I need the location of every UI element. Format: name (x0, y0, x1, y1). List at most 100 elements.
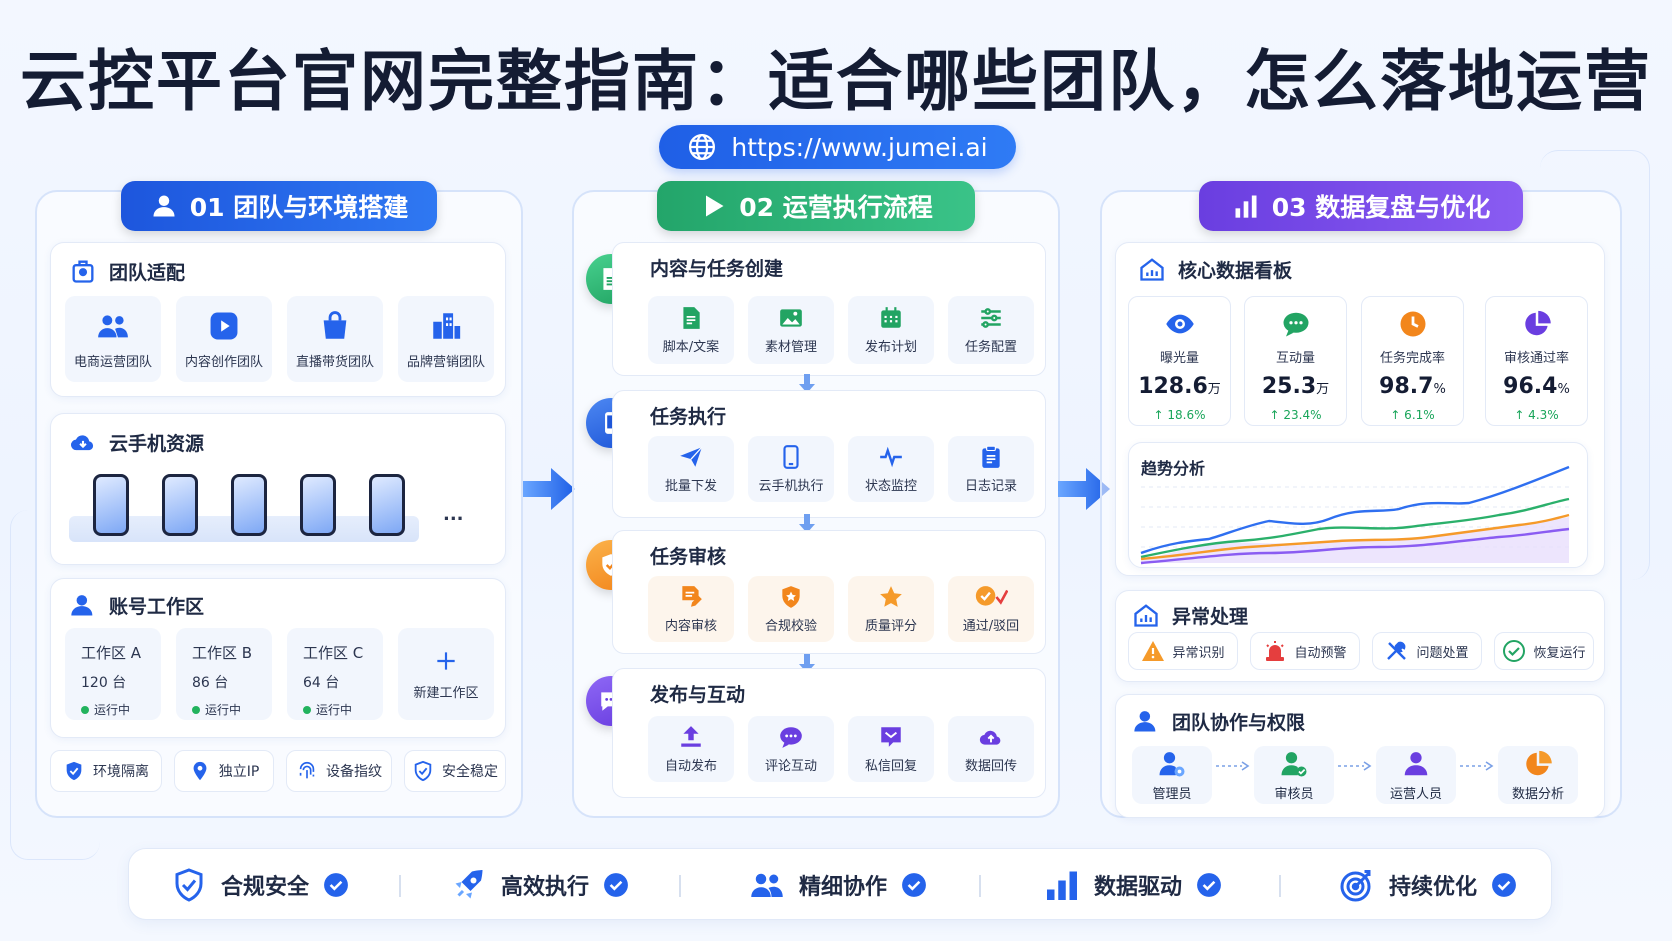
step-2-item-monitor[interactable]: 状态监控 (848, 436, 934, 502)
target-icon (1340, 870, 1371, 902)
pulse-icon (880, 446, 902, 468)
rocket-icon (455, 870, 483, 899)
workspace-b[interactable]: 工作区 B 86 台 运行中 (176, 628, 272, 720)
tools-icon (1387, 641, 1407, 660)
value-compliance: 合规安全 (171, 849, 349, 921)
step-1-item-config[interactable]: 任务配置 (948, 296, 1034, 364)
role-arrow (1216, 761, 1250, 771)
role-reviewer[interactable]: 审核员 (1254, 746, 1334, 804)
more-phones[interactable]: ... (443, 504, 464, 525)
cloud-icon (70, 435, 94, 451)
collab-title: 团队协作与权限 (1132, 707, 1305, 735)
edit-document-icon (682, 586, 702, 607)
analytics-pie-icon (1526, 750, 1552, 775)
trend-line-purple (1140, 527, 1570, 565)
workspace-c[interactable]: 工作区 C 64 台 运行中 (287, 628, 383, 720)
check-badge-icon (604, 873, 628, 897)
step-2-item-dispatch[interactable]: 批量下发 (648, 436, 734, 502)
step-3-item-approve[interactable]: 通过/驳回 (948, 576, 1034, 642)
dashboard-title: 核心数据看板 (1138, 255, 1292, 283)
clock-icon (1400, 311, 1425, 337)
step-1-item-material[interactable]: 素材管理 (748, 296, 834, 364)
feature-device-fingerprint: 设备指纹 (286, 750, 392, 792)
exception-title: 异常处理 (1132, 601, 1248, 629)
alarm-icon (1266, 641, 1285, 661)
team-tile-brand[interactable]: 品牌营销团队 (398, 296, 494, 382)
step-3-item-content-review[interactable]: 内容审核 (648, 576, 734, 642)
message-icon (881, 727, 901, 747)
feature-independent-ip: 独立IP (174, 750, 274, 792)
role-arrow (1338, 761, 1372, 771)
team-icon (751, 873, 783, 897)
badge-shield-icon (782, 586, 800, 608)
exception-identify[interactable]: 异常识别 (1128, 632, 1238, 670)
cloud-phone-title: 云手机资源 (69, 428, 204, 456)
shield-check-icon (414, 760, 432, 782)
trend-chart (1140, 465, 1570, 565)
star-icon (880, 586, 902, 607)
step-2-title: 任务执行 (650, 406, 727, 428)
metric-approval-rate: 审核通过率 96.4% ↑ 4.3% (1485, 296, 1588, 426)
divider (979, 875, 981, 897)
panel-header-03: 03 数据复盘与优化 (1199, 181, 1523, 231)
step-1-title: 内容与任务创建 (650, 258, 784, 280)
value-continuous-optimization: 持续优化 (1339, 849, 1517, 921)
trend-line-green (1140, 497, 1570, 559)
flow-arrow-right (523, 468, 575, 510)
team-user-icon (1134, 711, 1156, 732)
exception-alert[interactable]: 自动预警 (1250, 632, 1360, 670)
trend-line-blue (1140, 465, 1570, 555)
role-analyst[interactable]: 数据分析 (1498, 746, 1578, 804)
exception-recover[interactable]: 恢复运行 (1494, 632, 1594, 670)
step-4-item-auto-publish[interactable]: 自动发布 (648, 716, 734, 782)
cloud-upload-icon (979, 730, 1001, 745)
new-workspace-button[interactable]: 新建工作区 (398, 628, 494, 720)
url-link[interactable]: https://www.jumei.ai (659, 125, 1016, 169)
role-operator[interactable]: 运营人员 (1376, 746, 1456, 804)
check-badge-icon (324, 873, 348, 897)
workspace-a[interactable]: 工作区 A 120 台 运行中 (65, 628, 161, 720)
metric-completion-rate: 任务完成率 98.7% ↑ 6.1% (1361, 296, 1464, 426)
step-4-item-dm[interactable]: 私信回复 (848, 716, 934, 782)
role-admin[interactable]: 管理员 (1132, 746, 1212, 804)
step-4-item-comment[interactable]: 评论互动 (748, 716, 834, 782)
url-text: https://www.jumei.ai (731, 132, 988, 162)
step-2-item-phone-exec[interactable]: 云手机执行 (748, 436, 834, 502)
team-tile-ecommerce[interactable]: 电商运营团队 (65, 296, 161, 382)
step-4-item-data-return[interactable]: 数据回传 (948, 716, 1034, 782)
plus-icon (437, 651, 455, 670)
home-chart-icon (1140, 258, 1164, 281)
bar-chart-icon (1235, 195, 1257, 218)
trend-card: 趋势分析 (1128, 442, 1588, 568)
step-2-item-log[interactable]: 日志记录 (948, 436, 1034, 502)
warning-icon (1142, 641, 1165, 661)
check-badge-icon (902, 873, 926, 897)
divider (679, 875, 681, 897)
chart-alert-icon (1134, 604, 1158, 627)
exception-handle[interactable]: 问题处置 (1372, 632, 1482, 670)
admin-icon (1159, 751, 1185, 776)
team-tile-content[interactable]: 内容创作团队 (176, 296, 272, 382)
step-4-title: 发布与互动 (650, 684, 746, 706)
step-1-item-plan[interactable]: 发布计划 (848, 296, 934, 364)
calendar-icon (881, 307, 901, 328)
cloud-phone-device[interactable] (231, 474, 267, 536)
cloud-phone-device[interactable] (300, 474, 336, 536)
building-icon (433, 312, 461, 339)
cloud-phone-device[interactable] (162, 474, 198, 536)
comment-icon (780, 727, 802, 748)
approve-reject-icon (975, 586, 1008, 606)
cloud-phone-device[interactable] (93, 474, 129, 536)
send-icon (680, 446, 703, 467)
bottom-values-bar: 合规安全 高效执行 精细协作 数据驱动 持续优化 (128, 848, 1552, 920)
step-3-item-compliance[interactable]: 合规校验 (748, 576, 834, 642)
cloud-phone-device[interactable] (369, 474, 405, 536)
play-triangle-icon (706, 195, 724, 217)
feature-secure-stable: 安全稳定 (404, 750, 506, 792)
trend-line-orange (1140, 513, 1570, 561)
feature-env-isolation: 环境隔离 (50, 750, 162, 792)
step-1-item-script[interactable]: 脚本/文案 (648, 296, 734, 364)
team-tile-livestream[interactable]: 直播带货团队 (287, 296, 383, 382)
image-icon (780, 309, 802, 327)
step-3-item-quality[interactable]: 质量评分 (848, 576, 934, 642)
